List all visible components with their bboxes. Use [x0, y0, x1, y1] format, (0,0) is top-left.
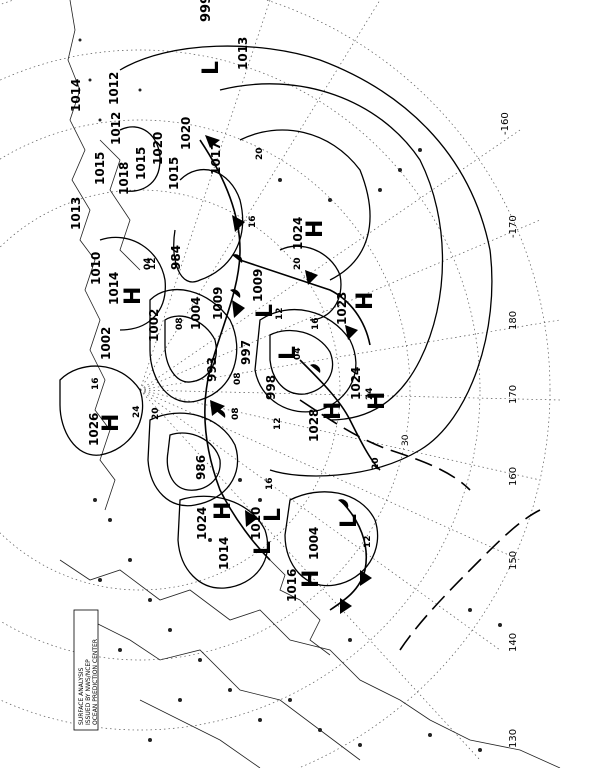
top-pressure-value: 999 [199, 0, 214, 22]
isobar-value: 1017 [209, 142, 223, 175]
lon-label: 160 [508, 467, 519, 486]
high-center: H [99, 414, 124, 432]
lon-label: 140 [508, 633, 519, 652]
lon-label: 170 [508, 385, 519, 404]
isobar-value: 1024 [349, 367, 363, 400]
isobar-value: 1012 [109, 112, 123, 145]
isobar-value: 1012 [107, 72, 121, 105]
high-center: H [121, 287, 146, 305]
isobar-value: 1013 [69, 197, 83, 230]
contour-label: 12 [275, 307, 285, 320]
isobar-value: 993 [205, 357, 219, 382]
high-center: H [353, 292, 378, 310]
legend-line: SURFACE ANALYSIS [78, 667, 85, 725]
isobar-value: 1004 [189, 297, 203, 330]
isobar-value: 1018 [117, 162, 131, 195]
low-center: L [253, 304, 278, 318]
isobar-value: 1004 [307, 527, 321, 560]
contour-label: 04 [293, 347, 303, 360]
isobar-value: 1014 [69, 79, 83, 112]
legend-line: ISSUED BY NWS/NCEP [85, 659, 92, 725]
isobar-value: 1024 [195, 507, 209, 540]
high-center: H [211, 502, 236, 520]
isobar-value: 1026 [87, 413, 101, 446]
lon-label: -170 [508, 215, 519, 238]
isobar-value: 998 [264, 375, 278, 400]
isobar-value: 1014 [217, 537, 231, 570]
contour-label: 24 [132, 405, 142, 418]
isobar-value: 1002 [99, 327, 113, 360]
contour-label: 08 [175, 317, 185, 330]
isobar-value: 1020 [151, 132, 165, 165]
coastlines [59, 0, 561, 768]
low-center: L [251, 541, 276, 555]
contour-label: 04 [143, 257, 153, 270]
contour-label: 16 [91, 377, 101, 390]
contour-label: 20 [255, 147, 265, 160]
contour-label: 20 [371, 457, 381, 470]
lon-label: 180 [508, 311, 519, 330]
contour-labels: 16 20 24 20 12 08 04 16 20 12 08 24 16 1… [91, 147, 381, 548]
station-observations [78, 38, 502, 752]
high-center: H [299, 570, 324, 588]
isobar-value: 1015 [167, 157, 181, 190]
contour-label: 20 [293, 257, 303, 270]
high-center: H [321, 402, 346, 420]
weather-fronts [199, 135, 541, 651]
isobar-value: 1010 [89, 252, 103, 285]
contour-label: 16 [248, 215, 258, 228]
lon-label: 150 [508, 551, 519, 570]
isobar-value: 984 [169, 245, 183, 270]
isobar-value: 1023 [335, 292, 349, 325]
contour-label: 08 [233, 372, 243, 385]
low-center: L [276, 346, 301, 360]
isobar-value: 1024 [291, 217, 305, 250]
isobar-value: 1028 [307, 409, 321, 442]
high-center: H [365, 392, 390, 410]
lat-label: 30 [401, 434, 411, 446]
contour-label: 12 [148, 257, 158, 270]
isobar-value: 1020 [179, 117, 193, 150]
isobar-value: 1014 [107, 272, 121, 305]
lon-label: -160 [500, 112, 511, 135]
lon-label: 130 [508, 729, 519, 748]
contour-label: 16 [265, 477, 275, 490]
isobar-value: 1016 [285, 569, 299, 602]
legend-box: SURFACE ANALYSIS ISSUED BY NWS/NCEP OCEA… [73, 609, 99, 731]
longitude-labels: -160 -170 180 170 160 150 140 130 30 [401, 112, 519, 748]
contour-label: 24 [365, 387, 375, 400]
isobar-value: 1009 [251, 269, 265, 302]
isobars [59, 45, 493, 589]
contour-label: 08 [231, 407, 241, 420]
low-center: L [337, 514, 362, 528]
pressure-centers: H H H H H H H H L L L L L L [99, 61, 390, 588]
contour-label: 16 [311, 317, 321, 330]
low-center: L [261, 508, 286, 522]
contour-label: 20 [151, 407, 161, 420]
isobar-value: 1010 [249, 507, 263, 540]
legend-line: OCEAN PREDICTION CENTER [92, 639, 99, 725]
high-center: H [303, 220, 328, 238]
low-center: L [199, 61, 224, 75]
isobar-value: 1015 [134, 147, 148, 180]
contour-label: 12 [273, 417, 283, 430]
isobar-value: 1013 [236, 37, 250, 70]
isobar-value: 1009 [211, 287, 225, 320]
isobar-value: 1002 [147, 309, 161, 342]
isobar-values: 1014 1012 1012 1013 1020 1015 1017 1015 … [69, 37, 363, 602]
contour-label: 12 [363, 535, 373, 548]
isobar-value: 986 [194, 455, 208, 480]
isobar-value: 1015 [93, 152, 107, 185]
isobar-value: 997 [239, 340, 253, 365]
